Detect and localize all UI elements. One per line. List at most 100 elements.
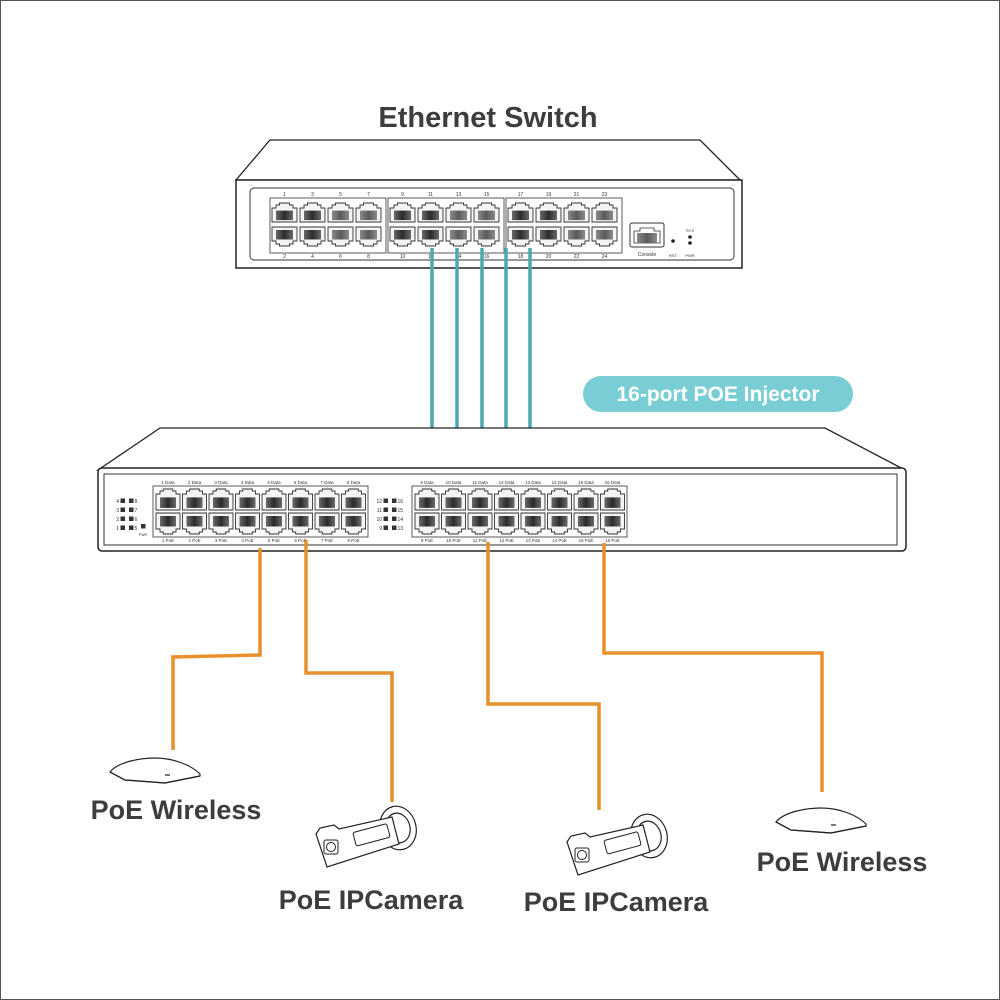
switch-port-6[interactable] [327, 226, 354, 247]
injector-data-port[interactable] [341, 488, 366, 511]
switch-port-4[interactable] [299, 226, 326, 247]
switch-port-8[interactable] [355, 226, 382, 247]
switch-port-20[interactable] [535, 226, 562, 247]
switch-port-label: 22 [574, 254, 580, 260]
injector-poe-port[interactable] [341, 512, 366, 535]
switch-port-13[interactable] [445, 202, 472, 223]
injector-poe-port[interactable] [600, 512, 625, 535]
injector-data-label: 2 Data [188, 480, 202, 485]
led-label: 8 [135, 499, 138, 505]
injector-data-port[interactable] [182, 488, 207, 511]
injector-data-port[interactable] [573, 488, 599, 511]
injector-poe-port[interactable] [208, 512, 234, 535]
injector-poe-label: 6 PoE [294, 538, 306, 543]
switch-port-label: 10 [400, 254, 406, 260]
switch-port-16[interactable] [473, 226, 500, 247]
device-label-camera-right: PoE IPCamera [524, 887, 710, 917]
injector-data-port[interactable] [155, 488, 181, 511]
injector-poe-port[interactable] [467, 512, 493, 535]
injector-data-port[interactable] [547, 488, 572, 511]
injector-data-port[interactable] [600, 488, 625, 511]
injector-data-port[interactable] [261, 488, 287, 511]
injector-poe-label: 2 PoE [188, 538, 200, 543]
switch-port-10[interactable] [389, 226, 416, 247]
injector-data-port[interactable] [288, 488, 313, 511]
injector-data-port[interactable] [208, 488, 234, 511]
status-led [120, 498, 125, 503]
status-led [129, 516, 134, 521]
injector-data-port[interactable] [520, 488, 546, 511]
injector-poe-port[interactable] [182, 512, 207, 535]
switch-port-5[interactable] [327, 202, 354, 223]
status-led [120, 516, 125, 521]
injector-poe-port[interactable] [155, 512, 181, 535]
injector-poe-port[interactable] [235, 512, 260, 535]
injector-data-port[interactable] [494, 488, 519, 511]
poe-cable-ap-right [602, 543, 824, 792]
injector-poe-port[interactable] [520, 512, 546, 535]
switch-port-3[interactable] [299, 202, 326, 223]
injector-poe-port[interactable] [261, 512, 287, 535]
switch-port-label: 20 [546, 254, 552, 260]
switch-port-22[interactable] [563, 226, 590, 247]
injector-data-label: 15 Data [578, 480, 594, 485]
switch-port-23[interactable] [591, 202, 618, 223]
injector-port-group [152, 485, 369, 538]
switch-port-15[interactable] [473, 202, 500, 223]
led-label: 15 [398, 508, 404, 514]
injector-data-port[interactable] [235, 488, 260, 511]
injector-poe-label: 13 PoE [526, 538, 541, 543]
injector-poe-port[interactable] [494, 512, 519, 535]
switch-port-1[interactable] [271, 202, 298, 223]
ip-camera-icon [315, 805, 417, 868]
injector-data-label: 1 Data [161, 480, 175, 485]
switch-port-label: 21 [574, 192, 580, 198]
injector-data-port[interactable] [414, 488, 440, 511]
injector-poe-label: 7 PoE [321, 538, 333, 543]
sys-led [688, 235, 692, 239]
switch-port-label: 15 [484, 192, 490, 198]
switch-port-2[interactable] [271, 226, 298, 247]
switch-port-14[interactable] [445, 226, 472, 247]
injector-poe-port[interactable] [414, 512, 440, 535]
switch-port-9[interactable] [389, 202, 416, 223]
injector-poe-label: 5 PoE [268, 538, 280, 543]
sys-label: SYS [686, 228, 694, 233]
poe-cable-ap-left [171, 548, 262, 750]
switch-port-17[interactable] [507, 202, 534, 223]
injector-data-label: 6 Data [294, 480, 308, 485]
injector-poe-port[interactable] [314, 512, 340, 535]
switch-port-12[interactable] [417, 226, 444, 247]
injector-poe-port[interactable] [288, 512, 313, 535]
switch-port-label: 24 [602, 254, 608, 260]
switch-port-label: 8 [367, 254, 370, 260]
injector-poe-port[interactable] [573, 512, 599, 535]
led-label: 16 [398, 499, 404, 505]
pwr-label: PWR [139, 533, 148, 537]
status-led [383, 498, 388, 503]
switch-port-block: 135724689111315101214161719212318202224 [269, 192, 623, 260]
injector-poe-port[interactable] [547, 512, 572, 535]
switch-port-label: 5 [339, 192, 342, 198]
injector-data-label: 9 Data [420, 480, 434, 485]
injector-data-port[interactable] [467, 488, 493, 511]
badge-label: 16-port POE Injector [616, 383, 819, 406]
injector-top-face [95, 427, 906, 471]
injector-poe-port[interactable] [441, 512, 466, 535]
injector-data-port[interactable] [314, 488, 340, 511]
switch-port-7[interactable] [355, 202, 382, 223]
switch-port-11[interactable] [417, 202, 444, 223]
pwr-label: PWR [685, 253, 694, 258]
switch-port-18[interactable] [507, 226, 534, 247]
switch-port-group [387, 197, 505, 254]
switch-port-19[interactable] [535, 202, 562, 223]
led-label: 14 [398, 517, 404, 523]
injector-data-label: 4 Data [241, 480, 255, 485]
status-led [392, 498, 397, 503]
switch-port-21[interactable] [563, 202, 590, 223]
ip-camera-icon [566, 813, 668, 876]
injector-data-port[interactable] [441, 488, 466, 511]
switch-port-24[interactable] [591, 226, 618, 247]
switch-port-label: 9 [401, 192, 404, 198]
